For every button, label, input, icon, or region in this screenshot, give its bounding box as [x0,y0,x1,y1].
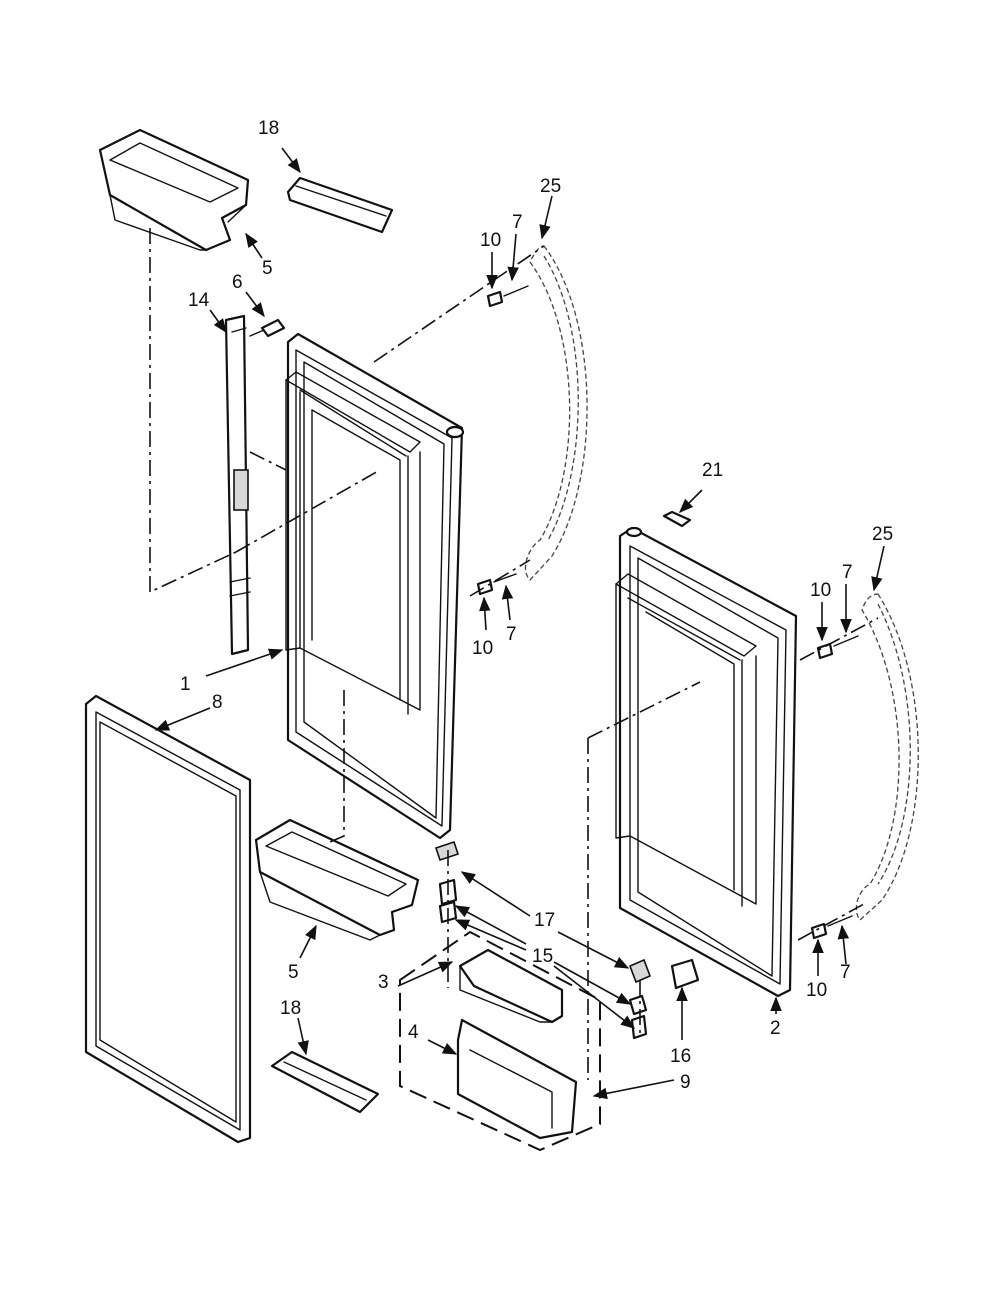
callout-18-top: 18 [258,118,279,139]
callout-10-lower-right: 10 [806,980,827,1001]
callout-25-left: 25 [540,176,561,197]
callout-15: 15 [532,946,553,967]
leader-lines [154,147,885,1100]
callout-16: 16 [670,1046,691,1067]
left-door-assembly [285,332,465,862]
callout-5-bottom: 5 [288,962,299,983]
callout-9: 9 [680,1072,691,1093]
callout-7-lower-left: 7 [506,624,517,645]
callout-7-upper-right: 7 [842,562,853,583]
hinge-cap-21 [662,510,692,528]
door-bin-top [98,128,250,252]
callout-labels: 18 5 6 14 25 10 7 10 7 1 8 5 18 17 15 3 … [180,118,893,1093]
screw-part-6 [249,318,286,338]
fasteners [476,285,859,940]
assembly-lines [149,228,879,1080]
callout-1: 1 [180,674,191,695]
callout-21: 21 [702,460,723,481]
shelf-liner-top [286,176,394,234]
callout-3: 3 [378,972,389,993]
callout-10-lower-left: 10 [472,638,493,659]
door-gasket [84,694,252,1144]
vertical-hinge-strip [224,314,251,656]
callout-6: 6 [232,272,243,293]
handle-left [524,245,588,581]
callout-7-lower-right: 7 [840,962,851,983]
callout-17: 17 [534,910,555,931]
callout-25-right: 25 [872,524,893,545]
right-door-assembly [615,526,798,998]
callout-10-upper-left: 10 [480,230,501,251]
callout-14: 14 [188,290,210,311]
callout-2: 2 [770,1018,781,1039]
callout-7-upper-left: 7 [512,212,523,233]
door-bin-bottom [254,818,420,941]
callout-8: 8 [212,692,223,713]
callout-10-upper-right: 10 [810,580,831,601]
dispenser-module [399,930,601,1152]
handle-right [855,593,919,921]
callout-18-bottom: 18 [280,998,301,1019]
callout-4: 4 [408,1022,419,1043]
shelf-liner-bottom [270,1050,380,1114]
callout-5-top: 5 [262,258,273,279]
